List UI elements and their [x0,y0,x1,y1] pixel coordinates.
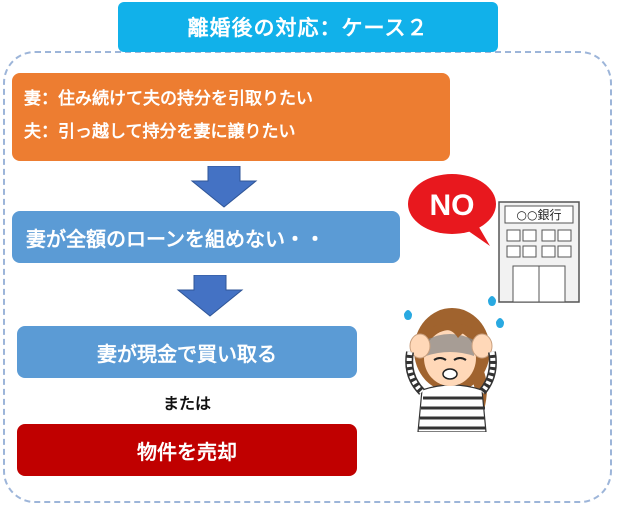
wife-line: 妻：住み続けて夫の持分を引取りたい [24,89,313,109]
bank-building-icon: ○○銀行 [498,201,580,303]
dashed-frame [3,51,612,503]
page-title: 離婚後の対応：ケース２ [118,2,498,52]
down-arrow-icon [190,166,258,208]
or-label: または [162,394,211,413]
down-arrow-icon [176,275,244,317]
husband-line: 夫：引っ越して持分を妻に譲りたい [24,122,296,142]
no-text: NO [430,189,475,222]
sell-property-box: 物件を売却 [17,424,357,476]
loan-problem-box: 妻が全額のローンを組めない・・ [12,211,400,263]
worried-woman-icon [404,296,504,432]
bank-sign-text: ○○銀行 [517,208,562,222]
cash-buyout-box: 妻が現金で買い取る [17,326,357,378]
situation-box: 妻：住み続けて夫の持分を引取りたい 夫：引っ越して持分を妻に譲りたい [12,73,450,161]
no-bubble-icon: NO [408,174,496,246]
